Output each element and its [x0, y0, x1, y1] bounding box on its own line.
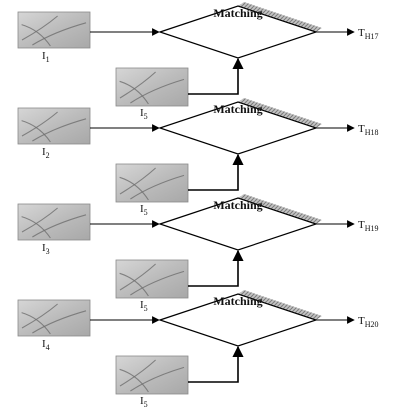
stage-1-output-label: TH17 — [358, 27, 379, 41]
stage-2-input-b-image — [115, 163, 189, 203]
stage-3-input-b-label-sub: 5 — [144, 304, 148, 313]
stage-4-matching-label: Matching — [213, 294, 262, 308]
stage-3-output-label-sub: H19 — [365, 224, 379, 233]
stage-4-input-a-image — [17, 299, 91, 337]
stage-4-input-a-image-frame — [17, 299, 91, 337]
stage-2-diamond-shadow — [238, 98, 322, 128]
stage-2-input-b-arrow — [188, 153, 244, 191]
stage-2-input-b-image-frame — [115, 163, 189, 203]
stage-3-input-b-arrow — [188, 249, 244, 287]
stage-4-input-b-arrow — [188, 345, 244, 383]
stage-3-input-b-image-frame — [115, 259, 189, 299]
stage-2-input-a-image-frame — [17, 107, 91, 145]
stage-4-input-b-image-crease-2 — [130, 366, 185, 392]
stage-3-output-label: TH19 — [358, 219, 379, 233]
stage-1-input-b-label: I5 — [140, 107, 148, 121]
stage-2-input-a-image-crease-1 — [21, 111, 58, 137]
stage-1-input-b-image — [115, 67, 189, 107]
stage-2-input-a-label-sub: 2 — [46, 151, 50, 160]
stage-1-output-label-sub: H17 — [365, 32, 379, 41]
stage-2-input-b-label: I5 — [140, 203, 148, 217]
stage-1-input-a-image-crease-3 — [21, 24, 51, 47]
stage-4-input-a-image-crease-3 — [21, 312, 51, 335]
stage-3-input-a-label-sub: 3 — [46, 247, 50, 256]
stage-1-input-a-label: I1 — [42, 50, 50, 64]
stage-3-input-a-image-crease-3 — [21, 216, 51, 239]
stage-3-diamond-shadow — [238, 194, 322, 224]
stage-3-input-a-image-crease-2 — [32, 214, 87, 238]
stage-1-input-b-image-frame — [115, 67, 189, 107]
stage-2-input-a-image-crease-2 — [32, 118, 87, 142]
stage-2-input-b-image-crease-3 — [119, 176, 149, 201]
stage-1-input-b-label-sub: 5 — [144, 112, 148, 121]
stage-2-output-label-sub: H18 — [365, 128, 379, 137]
stage-2-input-a-image-crease-3 — [21, 120, 51, 143]
stage-3-input-b-image-crease-1 — [119, 263, 156, 291]
stage-2-input-a-label: I2 — [42, 146, 50, 160]
stage-1-input-b-label-main: I — [140, 107, 144, 119]
stage-4-input-a-label-sub: 4 — [46, 343, 50, 352]
stage-2-input-a-image — [17, 107, 91, 145]
stage-2-input-a-label-main: I — [42, 146, 46, 158]
stage-1-diamond-shadow — [238, 2, 322, 32]
stage-1-output-label-main: T — [358, 27, 365, 39]
stage-3-input-a-label-main: I — [42, 242, 46, 254]
stage-4-input-b-label-main: I — [140, 395, 144, 407]
stage-1-input-b-image-crease-1 — [119, 71, 156, 99]
stage-4-input-a-label-main: I — [42, 338, 46, 350]
stage-4-output-label-sub: H20 — [365, 320, 379, 329]
stage-4-input-a-image-crease-1 — [21, 303, 58, 329]
stage-2-output-label: TH18 — [358, 123, 379, 137]
stage-3-input-b-image-crease-3 — [119, 272, 149, 297]
stage-4-input-b-label: I5 — [140, 395, 148, 409]
stage-1-matching-label: Matching — [213, 6, 262, 20]
stage-4-output-label-main: T — [358, 315, 365, 327]
stage-3-input-b-image — [115, 259, 189, 299]
stage-1-input-a-label-sub: 1 — [46, 55, 50, 64]
stage-3-input-b-label: I5 — [140, 299, 148, 313]
stage-3-output-label-main: T — [358, 219, 365, 231]
stage-2-input-b-label-sub: 5 — [144, 208, 148, 217]
stage-1-input-a-image-crease-1 — [21, 15, 58, 41]
stage-3-matching-label: Matching — [213, 198, 262, 212]
stage-2-output-label-main: T — [358, 123, 365, 135]
stage-4-diamond-shadow — [238, 290, 322, 320]
stage-3-input-a-image-crease-1 — [21, 207, 58, 233]
stage-3-input-a-label: I3 — [42, 242, 50, 256]
stage-1-input-b-image-crease-2 — [130, 78, 185, 104]
stage-1-input-b-image-crease-3 — [119, 80, 149, 105]
stage-3-input-a-image — [17, 203, 91, 241]
stage-4-input-b-image-crease-3 — [119, 368, 149, 393]
stage-3-input-b-image-crease-2 — [130, 270, 185, 296]
stage-1-input-a-image-frame — [17, 11, 91, 49]
stage-4-input-b-image-frame — [115, 355, 189, 395]
stage-1-input-b-arrow — [188, 57, 244, 95]
stage-2-input-b-image-crease-1 — [119, 167, 156, 195]
stage-2-input-b-image-crease-2 — [130, 174, 185, 200]
stage-4-input-b-image — [115, 355, 189, 395]
stage-4-input-b-image-crease-1 — [119, 359, 156, 387]
stage-1-input-a-image-crease-2 — [32, 22, 87, 46]
stage-4-input-b-label-sub: 5 — [144, 400, 148, 409]
stage-1-input-a-image — [17, 11, 91, 49]
stage-2-matching-label: Matching — [213, 102, 262, 116]
stage-1-input-a-label-main: I — [42, 50, 46, 62]
stage-3-input-b-label-main: I — [140, 299, 144, 311]
stage-4-output-label: TH20 — [358, 315, 379, 329]
stage-4-input-a-label: I4 — [42, 338, 50, 352]
stage-3-input-a-image-frame — [17, 203, 91, 241]
stage-4-input-a-image-crease-2 — [32, 310, 87, 334]
stage-2-input-b-label-main: I — [140, 203, 144, 215]
